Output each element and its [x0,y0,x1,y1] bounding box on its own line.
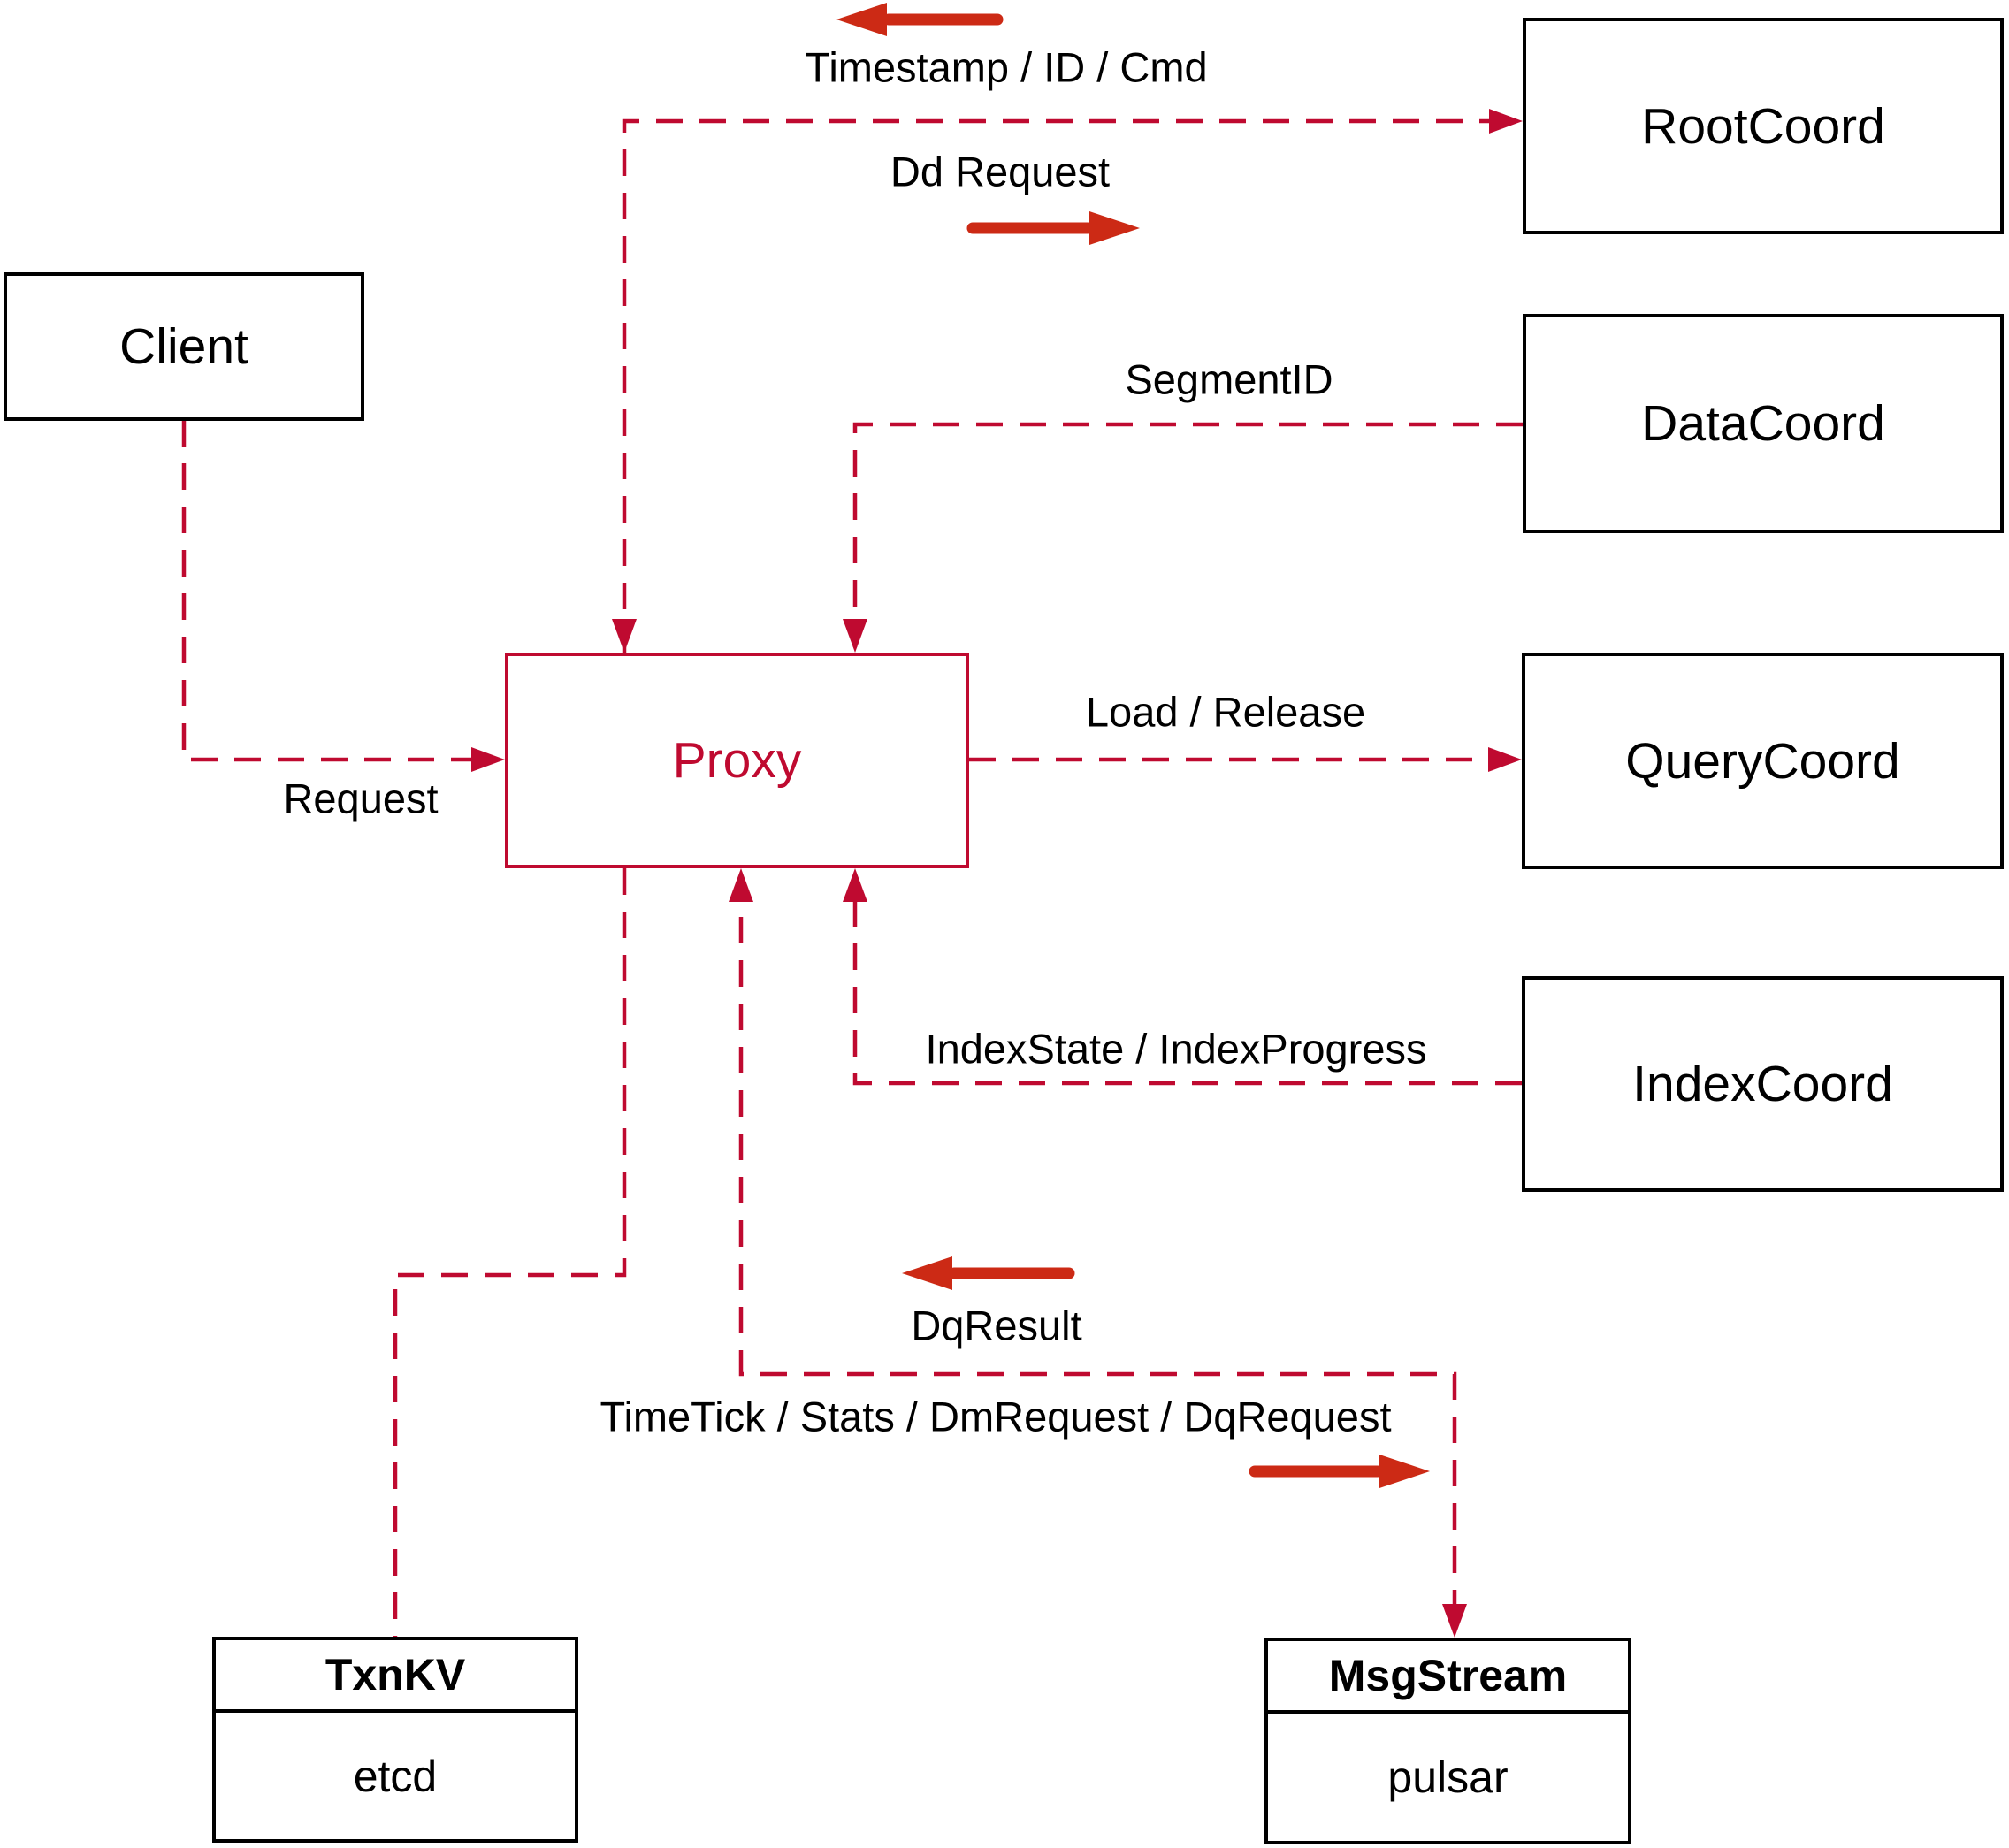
edge-label-timestamp-id-cmd: Timestamp / ID / Cmd [805,43,1208,91]
edge-label-indexstate-indexprogress: IndexState / IndexProgress [925,1025,1427,1073]
node-txnkv-title: TxnKV [216,1640,575,1713]
edge-label-timetick-stats-dmrequest-dqrequest: TimeTick / Stats / DmRequest / DqRequest [600,1393,1392,1440]
edge-client-proxy [181,420,499,762]
node-msgstream-subtitle: pulsar [1387,1753,1509,1802]
edge-proxy-msgstream [738,874,1457,1632]
node-msgstream-title: MsgStream [1268,1641,1628,1714]
edge-label-request: Request [283,775,439,822]
node-client: Client [4,272,364,421]
node-txnkv-subtitle: etcd [353,1751,438,1801]
edge-label-dqresult: DqResult [911,1302,1082,1349]
node-proxy: Proxy [505,653,969,868]
edge-label-load-release: Load / Release [1085,688,1366,736]
node-datacoord-label: DataCoord [1641,395,1885,452]
direction-arrow-dqresult-left [902,1256,1075,1290]
node-rootcoord: RootCoord [1523,18,2004,234]
direction-arrow-timestamp-left [836,3,1004,36]
edge-proxy-txnkv [393,868,627,1637]
node-txnkv: TxnKV etcd [212,1637,578,1843]
edge-label-dd-request: Dd Request [890,148,1111,195]
arrowhead-into-msgstream [1442,1604,1467,1638]
node-rootcoord-label: RootCoord [1641,97,1885,155]
node-datacoord: DataCoord [1523,314,2004,533]
node-querycoord-label: QueryCoord [1625,732,1900,790]
arrowhead-into-proxy-left [471,747,505,772]
edge-indexcoord-proxy [852,874,1522,1086]
node-msgstream: MsgStream pulsar [1264,1638,1631,1844]
node-indexcoord-label: IndexCoord [1632,1056,1893,1112]
node-client-label: Client [119,318,248,375]
arrowhead-into-proxy-bottom-right [843,868,867,902]
arrowhead-into-querycoord [1488,747,1522,772]
arrowhead-into-proxy-bottom-left [729,868,753,902]
arrowhead-into-proxy-top-right [843,619,867,653]
direction-arrow-ddrequest-right [966,211,1140,245]
node-querycoord: QueryCoord [1522,653,2004,869]
node-indexcoord: IndexCoord [1522,976,2004,1192]
arrowhead-into-rootcoord [1489,109,1523,134]
edge-datacoord-proxy [852,422,1523,647]
arrowhead-into-proxy-top-left [612,619,637,653]
edge-proxy-rootcoord [622,118,1517,653]
direction-arrow-timetick-right [1249,1455,1430,1488]
edge-label-segmentid: SegmentID [1125,355,1333,403]
node-proxy-label: Proxy [672,732,802,789]
